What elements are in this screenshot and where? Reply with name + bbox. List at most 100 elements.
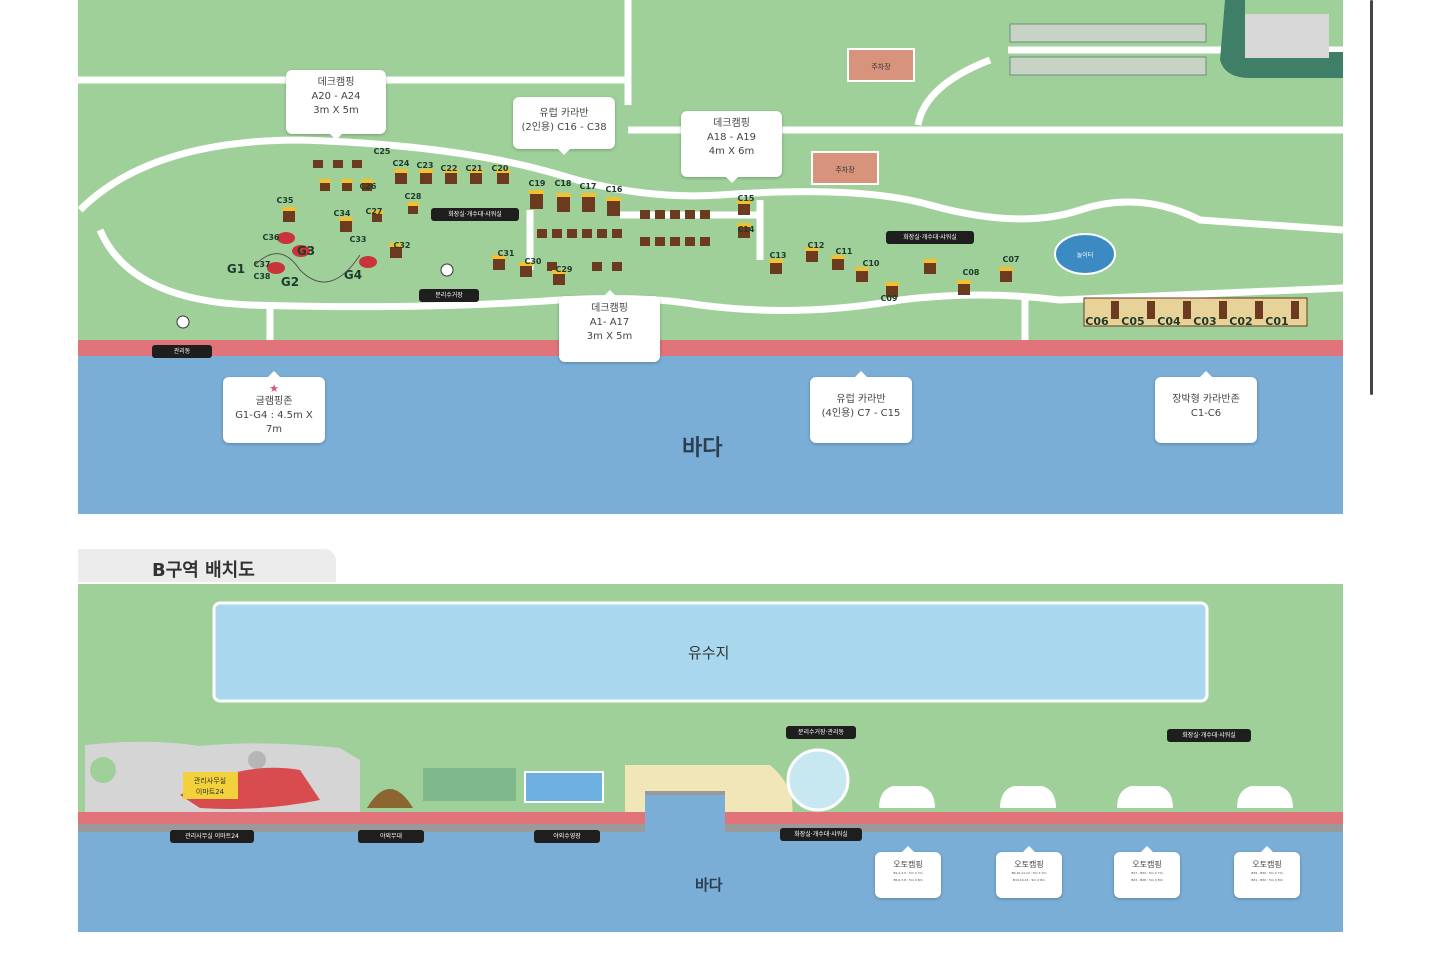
- campsite-deck[interactable]: [553, 273, 565, 285]
- callout-deck-a20[interactable]: 데크캠핑 A20 - A24 3m X 5m: [286, 70, 386, 140]
- campsite-deck[interactable]: [1255, 301, 1263, 319]
- campsite-deck[interactable]: [342, 182, 352, 191]
- site-label: C15: [737, 194, 754, 203]
- campsite-deck[interactable]: [1000, 270, 1012, 282]
- campsite-roof: [496, 169, 510, 173]
- site-label: C23: [416, 161, 433, 170]
- campsite-deck[interactable]: [655, 210, 665, 219]
- auto-site-pad: [1117, 786, 1173, 808]
- campsite-deck[interactable]: [612, 229, 622, 238]
- campsite-deck[interactable]: [1291, 301, 1299, 319]
- campsite-deck[interactable]: [770, 262, 782, 274]
- callout-glamping[interactable]: ★ 글램핑존 G1-G4 : 4.5m X 7m: [223, 371, 325, 443]
- campsite-roof: [339, 217, 353, 221]
- campsite-deck[interactable]: [582, 196, 595, 212]
- campsite-deck[interactable]: [362, 182, 372, 191]
- glamping-tent[interactable]: [277, 232, 295, 244]
- campsite-deck[interactable]: [670, 237, 680, 246]
- callout-deck-a18[interactable]: 데크캠핑 A18 - A19 4m X 6m: [681, 111, 782, 183]
- tag-b-stage[interactable]: 야외무대: [358, 830, 424, 843]
- campsite-deck[interactable]: [1219, 301, 1227, 319]
- callout-glamping-title: 글램핑존: [255, 396, 293, 407]
- campsite-deck[interactable]: [582, 229, 592, 238]
- campsite-deck[interactable]: [552, 229, 562, 238]
- campsite-deck[interactable]: [700, 210, 710, 219]
- campsite-deck[interactable]: [537, 229, 547, 238]
- campsite-deck[interactable]: [445, 172, 457, 184]
- campsite-deck[interactable]: [640, 210, 650, 219]
- campsite-deck[interactable]: [530, 193, 543, 209]
- callout-auto-1[interactable]: 오토캠핑 B1,2,3,5 : 5m X 7m B5,6,7,8 : 5m X …: [875, 846, 941, 898]
- campsite-deck[interactable]: [340, 220, 352, 232]
- callout-auto-3[interactable]: 오토캠핑 B17 - B22 : 5m X 7m B23 - B28 : 5m …: [1114, 846, 1180, 898]
- campsite-deck[interactable]: [557, 196, 570, 212]
- pool: [524, 771, 604, 803]
- campsite-deck[interactable]: [497, 172, 509, 184]
- campsite-deck[interactable]: [1183, 301, 1191, 319]
- campsite-deck[interactable]: [592, 262, 602, 271]
- callout-auto-4-title: 오토캠핑: [1252, 860, 1282, 869]
- site-label: C10: [862, 259, 879, 268]
- campsite-deck[interactable]: [1111, 301, 1119, 319]
- campsite-deck[interactable]: [886, 285, 898, 297]
- callout-auto-2[interactable]: 오토캠핑 B9,10,11,12 : 5m X 7m B13,14,15 : 5…: [996, 846, 1062, 898]
- campsite-deck[interactable]: [924, 262, 936, 274]
- campsite-deck[interactable]: [493, 258, 505, 270]
- campsite-roof: [737, 223, 751, 227]
- campsite-deck[interactable]: [832, 258, 844, 270]
- campsite-deck[interactable]: [655, 237, 665, 246]
- tag-facility-1[interactable]: 화장실·개수대·샤워실: [431, 208, 519, 221]
- glamping-tent[interactable]: [359, 256, 377, 268]
- campsite-deck[interactable]: [856, 270, 868, 282]
- tag-facility-2[interactable]: 화장실·개수대·샤워실: [886, 231, 974, 244]
- campsite-deck[interactable]: [806, 250, 818, 262]
- callout-deck-a1[interactable]: 데크캠핑 A1- A17 3m X 5m: [559, 290, 660, 362]
- callout-cabin[interactable]: 장박형 카라반존 C1-C6: [1155, 371, 1257, 443]
- campsite-deck[interactable]: [408, 205, 418, 214]
- campsite-deck[interactable]: [640, 237, 650, 246]
- callout-auto-4[interactable]: 오토캠핑 B29 - B30 : 5m X 7m B31 - B32 : 5m …: [1234, 846, 1300, 898]
- campsite-deck[interactable]: [685, 210, 695, 219]
- campsite-deck[interactable]: [597, 229, 607, 238]
- tag-b-facility-right[interactable]: 화장실·개수대·샤워실: [1167, 729, 1251, 742]
- tag-b-facility-mid[interactable]: 화장실·개수대·샤워실: [780, 828, 862, 841]
- campsite-deck[interactable]: [520, 265, 532, 277]
- campsite-roof: [769, 259, 783, 263]
- tag-b-recycle-top[interactable]: 분리수거장·관리동: [786, 726, 856, 739]
- campsite-deck[interactable]: [372, 213, 382, 222]
- campsite-deck[interactable]: [607, 200, 620, 216]
- callout-euro-2[interactable]: 유럽 카라반 (2인용) C16 - C38: [513, 97, 615, 155]
- campsite-deck[interactable]: [390, 246, 402, 258]
- campsite-deck[interactable]: [420, 172, 432, 184]
- scrollbar[interactable]: [1370, 0, 1373, 395]
- campsite-deck[interactable]: [670, 210, 680, 219]
- plaza-tree-1: [90, 757, 116, 783]
- campsite-deck[interactable]: [567, 229, 577, 238]
- cabin-label: C03: [1193, 315, 1216, 328]
- campsite-deck[interactable]: [470, 172, 482, 184]
- tag-b-office[interactable]: 관리사무실 이마트24: [170, 830, 254, 843]
- campsite-deck[interactable]: [738, 203, 750, 215]
- campsite-deck[interactable]: [1147, 301, 1155, 319]
- zone-b-tab[interactable]: B구역 배치도: [78, 549, 336, 582]
- campsite-deck[interactable]: [352, 160, 362, 168]
- campsite-deck[interactable]: [395, 172, 407, 184]
- glamping-tent[interactable]: [267, 262, 285, 274]
- tag-office[interactable]: 관리동: [152, 345, 212, 358]
- campsite-deck[interactable]: [738, 226, 750, 238]
- campsite-deck[interactable]: [685, 237, 695, 246]
- callout-euro-4[interactable]: 유럽 카라반 (4인용) C7 - C15: [810, 371, 912, 443]
- glamping-tent[interactable]: [292, 245, 310, 257]
- campsite-deck[interactable]: [313, 160, 323, 168]
- campsite-deck[interactable]: [333, 160, 343, 168]
- site-label: C35: [276, 196, 293, 205]
- site-label: C09: [880, 294, 897, 303]
- campsite-deck[interactable]: [958, 283, 970, 295]
- campsite-deck[interactable]: [283, 210, 295, 222]
- campsite-deck[interactable]: [320, 182, 330, 191]
- tag-b-pool[interactable]: 야외수영장: [534, 830, 600, 843]
- campsite-deck[interactable]: [700, 237, 710, 246]
- tag-recycle[interactable]: 분리수거장: [419, 289, 479, 302]
- campsite-deck[interactable]: [612, 262, 622, 271]
- campsite-deck[interactable]: [547, 262, 557, 271]
